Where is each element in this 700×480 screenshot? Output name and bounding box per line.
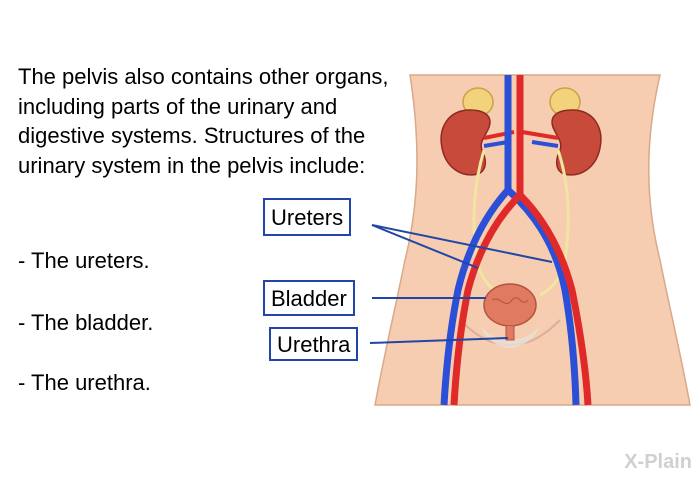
pubic-area xyxy=(480,325,540,348)
vein-left xyxy=(440,75,512,406)
bullet-ureters: - The ureters. xyxy=(18,248,150,273)
leader-urethra xyxy=(369,337,509,344)
bullet-bladder: - The bladder. xyxy=(18,310,154,335)
urethra xyxy=(505,326,515,341)
renal-artery-right xyxy=(521,130,559,140)
xplain-logo: X-Plain xyxy=(624,451,692,473)
artery-left xyxy=(450,75,524,406)
vein-right xyxy=(505,187,580,406)
intro-paragraph: The pelvis also contains other organs, i… xyxy=(18,64,389,178)
label-urethra: Urethra xyxy=(269,327,359,361)
renal-vein-right xyxy=(531,140,559,148)
kidney-right xyxy=(551,109,602,176)
label-ureters: Ureters xyxy=(263,198,352,236)
bullet-urethra: - The urethra. xyxy=(18,370,151,395)
bladder-folds xyxy=(491,297,529,305)
label-bladder: Bladder xyxy=(263,280,355,316)
body-silhouette xyxy=(374,74,691,406)
artery-right xyxy=(517,192,592,406)
renal-vein-left xyxy=(483,140,509,148)
kidney-left xyxy=(440,109,491,176)
bladder xyxy=(483,283,537,327)
leader-ureters-left xyxy=(371,224,479,269)
leader-ureters-right xyxy=(371,224,553,263)
